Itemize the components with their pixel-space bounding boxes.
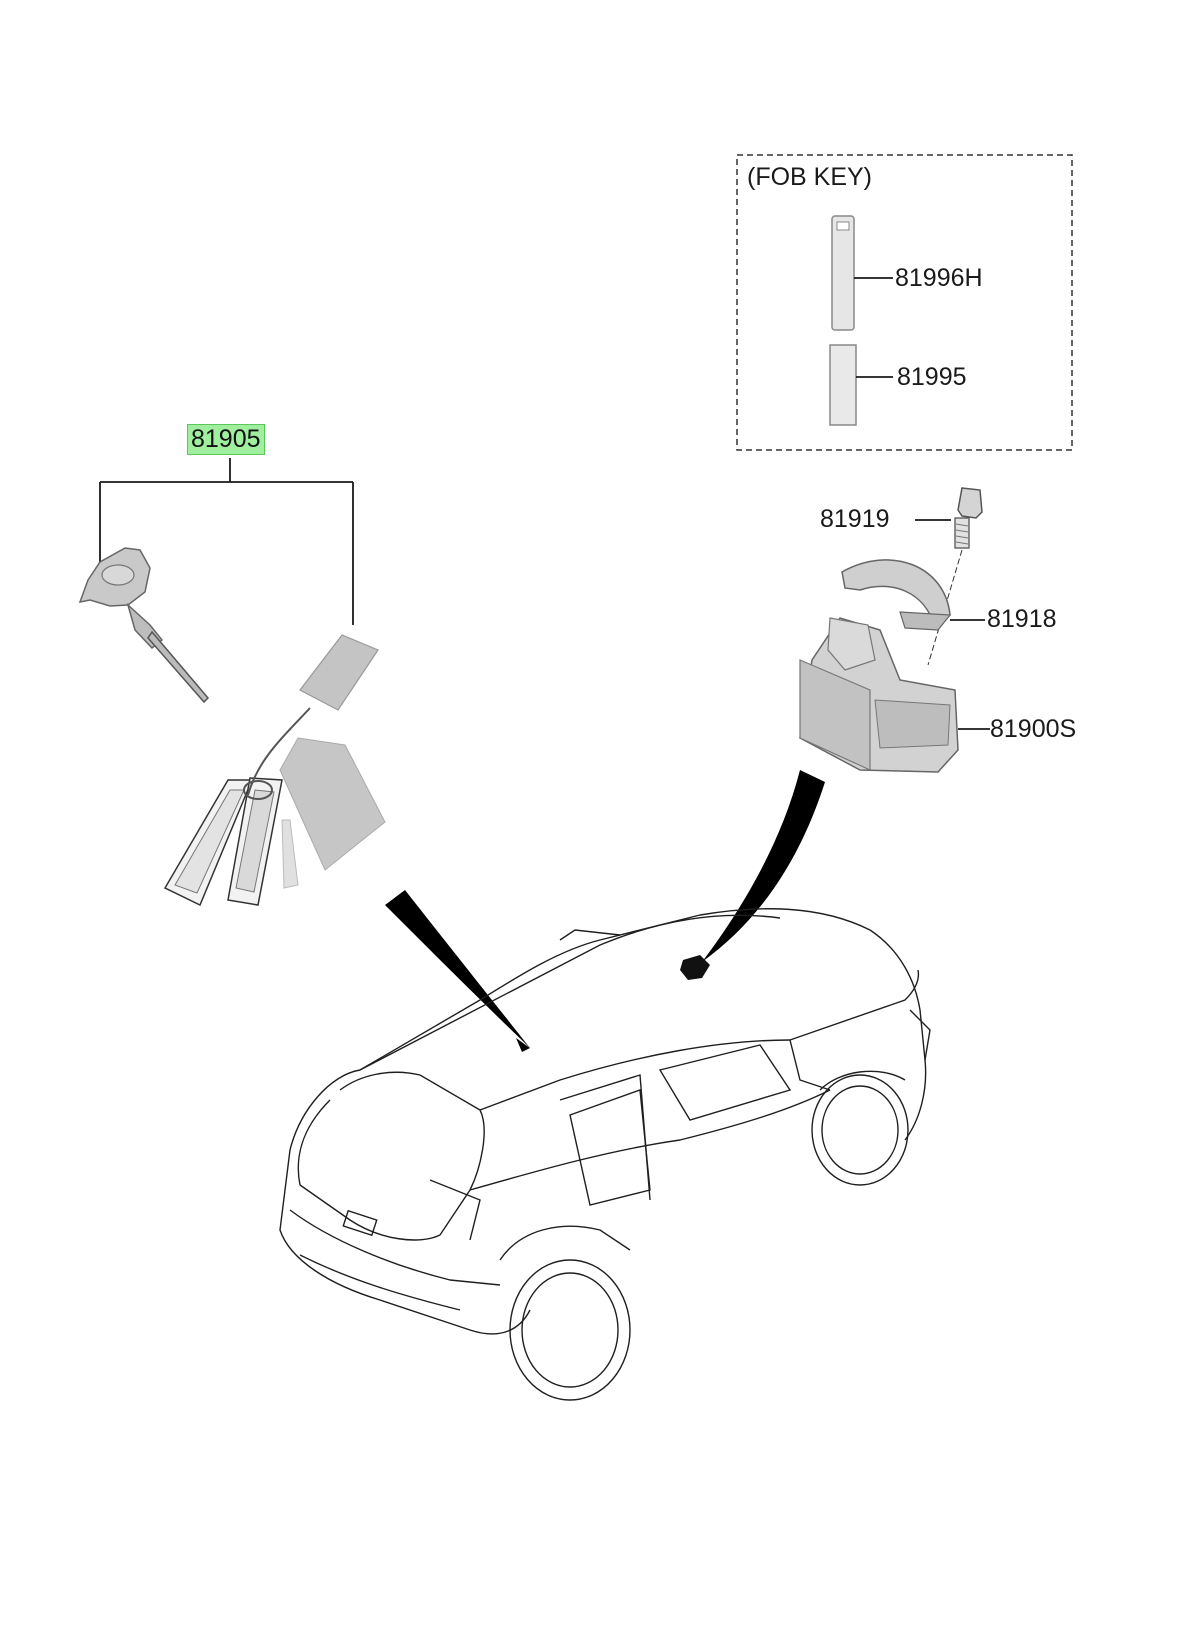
module-on-car [680,955,710,980]
key-81995 [829,344,893,426]
part-label-81995[interactable]: 81995 [897,363,967,391]
part-label-81919[interactable]: 81919 [820,505,890,533]
pointer-arrow-right [702,770,825,962]
bolt-81919 [915,487,983,666]
bracket-81918 [841,559,985,631]
part-label-81996h[interactable]: 81996H [895,264,983,292]
key-set [163,634,386,907]
part-label-81905[interactable]: 81905 [187,424,265,455]
key-blade-81996h [831,215,893,331]
part-label-81900s[interactable]: 81900S [990,715,1077,743]
pointer-arrow-left [385,890,530,1048]
lock-cylinder [78,547,210,704]
vehicle-outline [279,908,931,1401]
module-81900s [799,617,990,773]
fob-key-title: (FOB KEY) [747,163,873,191]
leader-81905 [99,458,354,625]
fob-key-box [736,154,1073,451]
pointer-arrow-left-tip [516,1038,530,1052]
part-label-81918[interactable]: 81918 [987,605,1057,633]
